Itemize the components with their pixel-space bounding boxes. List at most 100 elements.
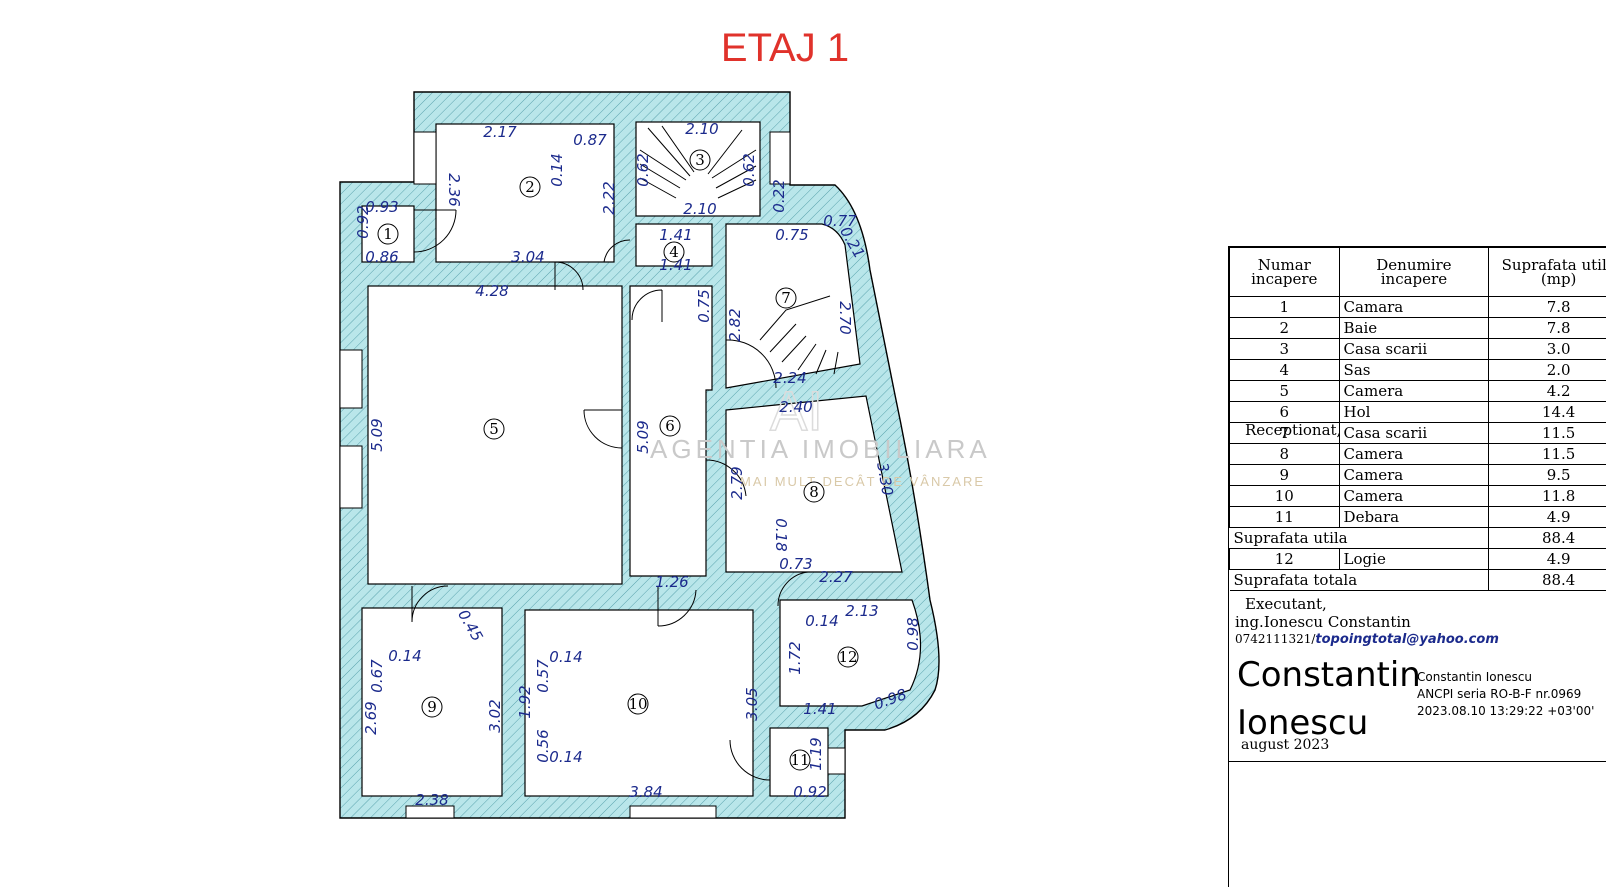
dimension-label: 0.98 (904, 617, 922, 650)
cell-number: 2 (1230, 318, 1340, 339)
dimension-label: 0.86 (365, 248, 398, 266)
room-number-2: 2 (520, 177, 540, 197)
dimension-label: 0.73 (779, 555, 812, 573)
window-stair3 (770, 132, 790, 184)
sig-ancpi: ANCPI seria RO-B-F nr.0969 (1417, 686, 1594, 703)
cell-number: 10 (1230, 486, 1340, 507)
cell-area: 7.8 (1489, 297, 1606, 318)
watermark-line2: MAI MULT DECÂT DE VÂNZARE (740, 474, 985, 489)
cell-name: Debara (1339, 507, 1489, 528)
dimension-label: 0.14 (549, 648, 582, 666)
executant-phone: 0742111321/ (1235, 632, 1315, 646)
dimension-label: 2.38 (415, 791, 448, 809)
dimension-label: 5.09 (368, 418, 386, 451)
room-number-12: 12 (838, 647, 858, 667)
dimension-label: 0.14 (549, 748, 582, 766)
executant-email: topoingtotal@yahoo.com (1315, 632, 1498, 647)
room-number-text: 5 (489, 420, 499, 438)
cell-name: Hol (1339, 402, 1489, 423)
window-bottom-room10 (630, 806, 716, 818)
dimension-label: 0.92 (354, 205, 372, 238)
dimension-label: 4.28 (475, 282, 508, 300)
dimension-label: 1.72 (786, 641, 804, 674)
cell-area: 2.0 (1489, 360, 1606, 381)
dimension-label: 0.87 (573, 131, 607, 149)
cell-name: Casa scarii (1339, 423, 1489, 444)
dimension-label: 2.17 (483, 123, 517, 141)
cell-number: 9 (1230, 465, 1340, 486)
floor-plan: AI AGENTIA IMOBILIARA MAI MULT DECÂT DE … (0, 0, 1230, 868)
cell-area: 11.5 (1489, 444, 1606, 465)
dimension-label: 1.19 (807, 737, 825, 770)
dimension-label: 3.04 (511, 248, 544, 266)
dimension-label: 1.41 (659, 256, 692, 274)
room-number-6: 6 (660, 416, 680, 436)
watermark-line1: AGENTIA IMOBILIARA (650, 434, 991, 464)
dimension-label: 2.82 (726, 308, 744, 341)
cell-name: Camera (1339, 444, 1489, 465)
room-number-text: 7 (781, 289, 791, 307)
total-label: Suprafata totala (1230, 570, 1489, 591)
table-header-row: Numar incapere Denumire incapere Suprafa… (1230, 248, 1606, 297)
room-number-text: 3 (695, 151, 705, 169)
dimension-label: 1.92 (516, 685, 534, 718)
dimension-label: 0.14 (388, 647, 421, 665)
room-number-text: 12 (838, 648, 857, 666)
cell-number: 4 (1230, 360, 1340, 381)
cell-number: 5 (1230, 381, 1340, 402)
cell-name: Logie (1339, 549, 1489, 570)
dimension-label: 0.62 (740, 153, 758, 186)
dimension-label: 2.24 (773, 369, 806, 387)
dimension-label: 1.26 (655, 573, 688, 591)
window-left-upper (340, 350, 362, 408)
cell-area: 9.5 (1489, 465, 1606, 486)
subtotal-value: 88.4 (1489, 528, 1606, 549)
info-panel: Numar incapere Denumire incapere Suprafa… (1228, 246, 1606, 887)
dimension-label: 3.02 (486, 699, 504, 732)
dimension-label: 3.84 (629, 783, 662, 801)
cell-number: 8 (1230, 444, 1340, 465)
dimension-label: 1.41 (659, 226, 692, 244)
dimension-label: 0.67 (368, 659, 386, 693)
cell-area: 3.0 (1489, 339, 1606, 360)
cell-name: Camera (1339, 465, 1489, 486)
room-number-text: 6 (665, 417, 675, 435)
dimension-label: 2.13 (845, 602, 878, 620)
dimension-label: 0.14 (805, 612, 838, 630)
cell-name: Camera (1339, 486, 1489, 507)
executant-label: Executant, (1245, 595, 1327, 613)
cell-name: Baie (1339, 318, 1489, 339)
dimension-label: 0.18 (772, 518, 790, 551)
cell-area: 14.4 (1489, 402, 1606, 423)
room-number-1: 1 (378, 224, 398, 244)
dimension-label: 1.41 (803, 700, 836, 718)
room-number-3: 3 (690, 150, 710, 170)
room-number-5: 5 (484, 419, 504, 439)
room-number-text: 8 (809, 483, 819, 501)
cell-name: Camara (1339, 297, 1489, 318)
room-number-text: 2 (525, 178, 535, 196)
sig-name: Constantin Ionescu (1417, 669, 1594, 686)
cell-area: 4.9 (1489, 507, 1606, 528)
cell-number: 12 (1230, 549, 1340, 570)
room-number-10: 10 (628, 694, 648, 714)
cell-number: 1 (1230, 297, 1340, 318)
cell-number: 11 (1230, 507, 1340, 528)
signature-meta: Constantin Ionescu ANCPI seria RO-B-F nr… (1417, 669, 1594, 720)
header-number: Numar incapere (1230, 248, 1340, 297)
executant-name: ing.Ionescu Constantin (1235, 613, 1411, 631)
signature-name: Constantin Ionescu (1237, 651, 1417, 747)
cell-name: Casa scarii (1339, 339, 1489, 360)
dimension-label: 5.09 (634, 420, 652, 453)
sig-timestamp: 2023.08.10 13:29:22 +03'00' (1417, 703, 1594, 720)
